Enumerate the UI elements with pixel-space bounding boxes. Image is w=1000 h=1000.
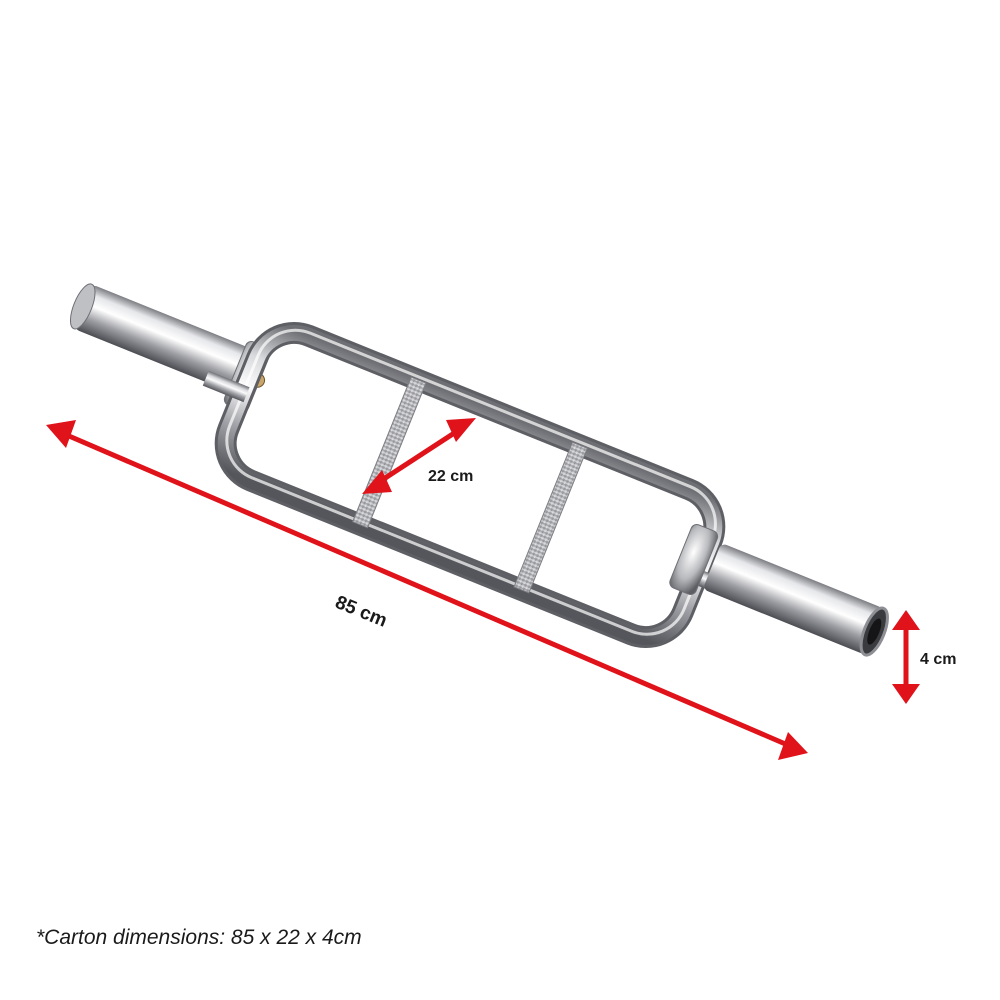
handle-1 (352, 376, 427, 529)
right-sleeve (704, 544, 889, 657)
right-collar (669, 524, 719, 595)
carton-dimensions-note: *Carton dimensions: 85 x 22 x 4cm (36, 926, 362, 949)
left-sleeve (69, 283, 253, 393)
handle-2 (513, 441, 588, 594)
length-arrow (46, 420, 808, 760)
height-arrow (892, 610, 920, 704)
width-arrow (362, 418, 476, 494)
width-label: 22 cm (428, 468, 474, 485)
height-label: 4 cm (920, 651, 957, 668)
